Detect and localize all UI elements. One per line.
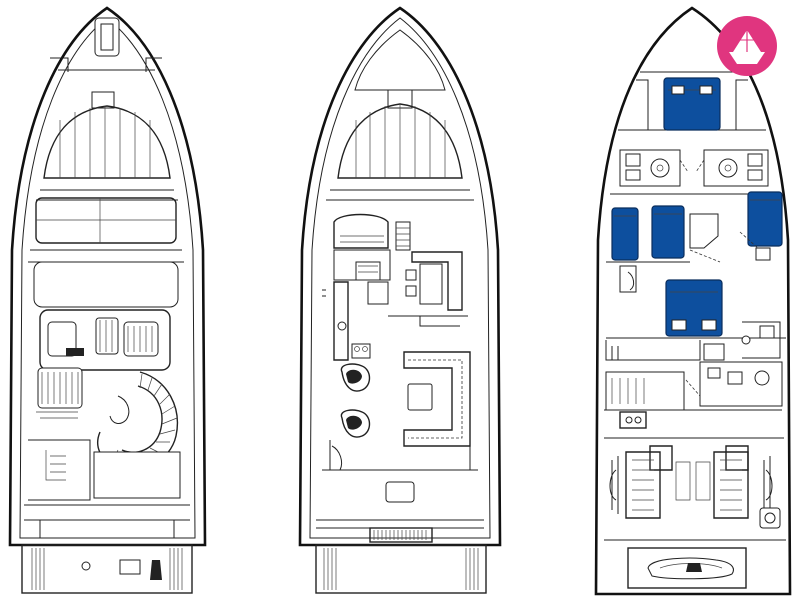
helm-instrument — [66, 348, 84, 356]
engine-stbd — [713, 451, 749, 519]
armchair-port-aft — [340, 409, 371, 438]
main-swim-platform — [315, 544, 487, 594]
cockpit-hatch — [385, 481, 415, 503]
companionway-steps — [395, 221, 411, 251]
paper-boat-icon — [729, 30, 765, 64]
dinette-settee — [411, 251, 463, 311]
aft-head — [699, 361, 783, 407]
foredeck-skylight — [91, 91, 115, 109]
galley-counter — [333, 281, 349, 361]
hardtop — [35, 197, 177, 244]
flybridge-helm-area — [39, 309, 171, 371]
flybridge-deck-view — [8, 6, 207, 594]
saloon-sofa — [403, 351, 471, 447]
logo-badge — [717, 16, 777, 76]
guest-berth-stbd — [747, 191, 783, 247]
main-deck-view — [298, 6, 502, 594]
armchair-port-fwd — [340, 363, 371, 392]
jet-ski — [647, 557, 734, 580]
aft-sunpad — [93, 451, 181, 499]
guest-berth-port-2 — [651, 205, 685, 259]
dinette-table — [419, 263, 443, 305]
lower-helm-station — [333, 213, 389, 249]
flybridge-swim-platform — [21, 544, 193, 594]
forward-head-stbd — [703, 149, 769, 187]
helm-console — [95, 317, 119, 355]
tender-garage — [627, 547, 747, 589]
shower-port — [650, 158, 670, 178]
galley-fridge — [367, 281, 389, 305]
wc-port — [625, 153, 641, 167]
saloon-coffee-table — [407, 383, 433, 411]
engine-port — [625, 451, 661, 519]
engine-room — [609, 445, 781, 529]
forward-head-port — [619, 149, 681, 187]
guest-berth-port-1 — [611, 207, 639, 261]
galley-sink — [337, 321, 347, 331]
shower-stbd — [718, 158, 738, 178]
wc-stbd — [747, 153, 763, 167]
foredeck-sunpad — [43, 105, 171, 179]
transom-steps — [369, 527, 433, 543]
galley-cooktop — [351, 343, 371, 359]
lower-deck-view — [594, 6, 792, 596]
